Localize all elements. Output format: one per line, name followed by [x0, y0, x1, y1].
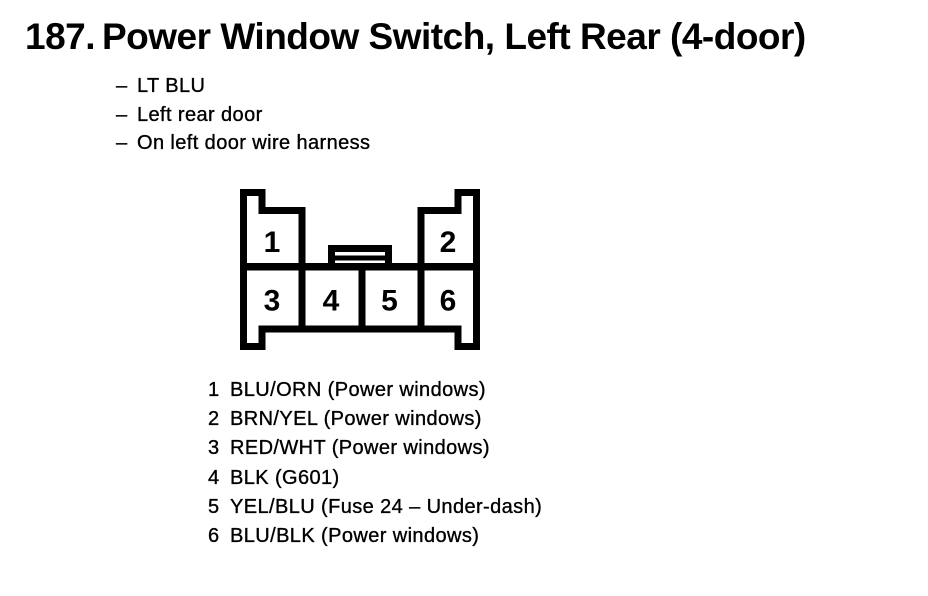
pin-4-label: 4 — [323, 285, 340, 318]
section-number: 187. — [25, 16, 96, 57]
legend-pin-number: 5 — [208, 495, 220, 518]
legend-row: 3 RED/WHT (Power windows) — [208, 434, 542, 463]
page-title: Power Window Switch, Left Rear (4-door) — [102, 16, 806, 57]
legend-pin-number: 3 — [208, 437, 220, 460]
dash-bullet: – — [116, 132, 128, 155]
connector-outline — [240, 189, 480, 350]
legend-pin-number: 1 — [208, 379, 220, 401]
pin-1-label: 1 — [264, 226, 281, 259]
legend-pin-description: BLU/BLK (Power windows) — [230, 525, 480, 548]
section-heading: 187. Power Window Switch, Left Rear (4-d… — [25, 16, 806, 58]
note-text: Left rear door — [137, 103, 263, 126]
legend-pin-number: 2 — [208, 408, 220, 431]
note-item: – LT BLU — [116, 72, 370, 101]
pin-legend: 1 BLU/ORN (Power windows) 2 BRN/YEL (Pow… — [208, 376, 542, 551]
note-text: LT BLU — [137, 75, 206, 97]
connector-pinout-diagram: 1 2 3 4 5 6 — [240, 189, 480, 350]
legend-row: 4 BLK (G601) — [208, 464, 542, 493]
legend-row: 6 BLU/BLK (Power windows) — [208, 522, 542, 551]
legend-pin-description: RED/WHT (Power windows) — [230, 437, 490, 460]
pin-6-label: 6 — [440, 285, 457, 318]
dash-bullet: – — [116, 103, 128, 126]
dash-bullet: – — [116, 75, 128, 97]
pin-3-label: 3 — [264, 285, 281, 318]
legend-pin-description: YEL/BLU (Fuse 24 – Under-dash) — [230, 495, 543, 518]
legend-pin-description: BLK (G601) — [230, 466, 340, 489]
pin-5-label: 5 — [381, 285, 398, 318]
legend-pin-description: BLU/ORN (Power windows) — [230, 379, 486, 401]
note-item: – On left door wire harness — [116, 129, 370, 158]
legend-row: 5 YEL/BLU (Fuse 24 – Under-dash) — [208, 493, 542, 522]
legend-pin-number: 4 — [208, 466, 220, 489]
legend-row: 1 BLU/ORN (Power windows) — [208, 376, 542, 405]
legend-pin-number: 6 — [208, 525, 220, 548]
note-item: – Left rear door — [116, 101, 370, 130]
pin-2-label: 2 — [440, 226, 457, 259]
note-text: On left door wire harness — [137, 132, 371, 155]
notes-list: – LT BLU – Left rear door – On left door… — [116, 72, 370, 158]
legend-pin-description: BRN/YEL (Power windows) — [230, 408, 482, 431]
legend-row: 2 BRN/YEL (Power windows) — [208, 405, 542, 434]
